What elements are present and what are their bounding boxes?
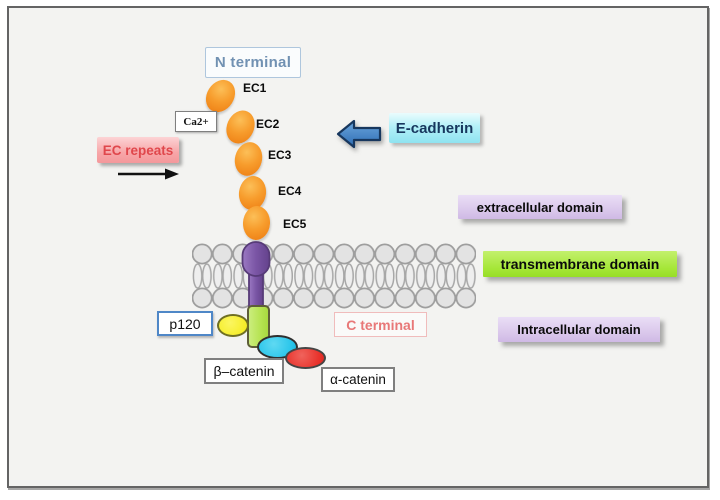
transmembrane-domain-label: transmembrane domain (483, 251, 677, 277)
ec1-label: EC1 (243, 81, 267, 95)
ca2-label: Ca2+ (175, 111, 217, 132)
p120-protein-ellipse (217, 314, 249, 337)
alpha-catenin-label: α-catenin (321, 367, 395, 392)
ec5-label: EC5 (283, 217, 307, 231)
ec-repeats-label: EC repeats (97, 137, 179, 163)
ec4-label: EC4 (278, 184, 302, 198)
extracellular-domain-label: extracellular domain (458, 195, 622, 219)
e-cadherin-label: E-cadherin (389, 113, 480, 143)
transmembrane-rod (241, 241, 271, 319)
intracellular-domain-label: Intracellular domain (498, 317, 660, 342)
ec3-label: EC3 (268, 148, 292, 162)
ec2-label: EC2 (256, 117, 280, 131)
left-arrow-icon (336, 119, 382, 149)
beta-catenin-label: β–catenin (204, 358, 284, 384)
c-terminal-label: C terminal (334, 312, 427, 337)
p120-label: p120 (157, 311, 213, 336)
right-arrow-icon (118, 168, 179, 180)
lipid-bilayer-membrane (192, 243, 476, 309)
alpha-catenin-protein-ellipse (285, 347, 326, 369)
n-terminal-label: N terminal (205, 47, 301, 78)
